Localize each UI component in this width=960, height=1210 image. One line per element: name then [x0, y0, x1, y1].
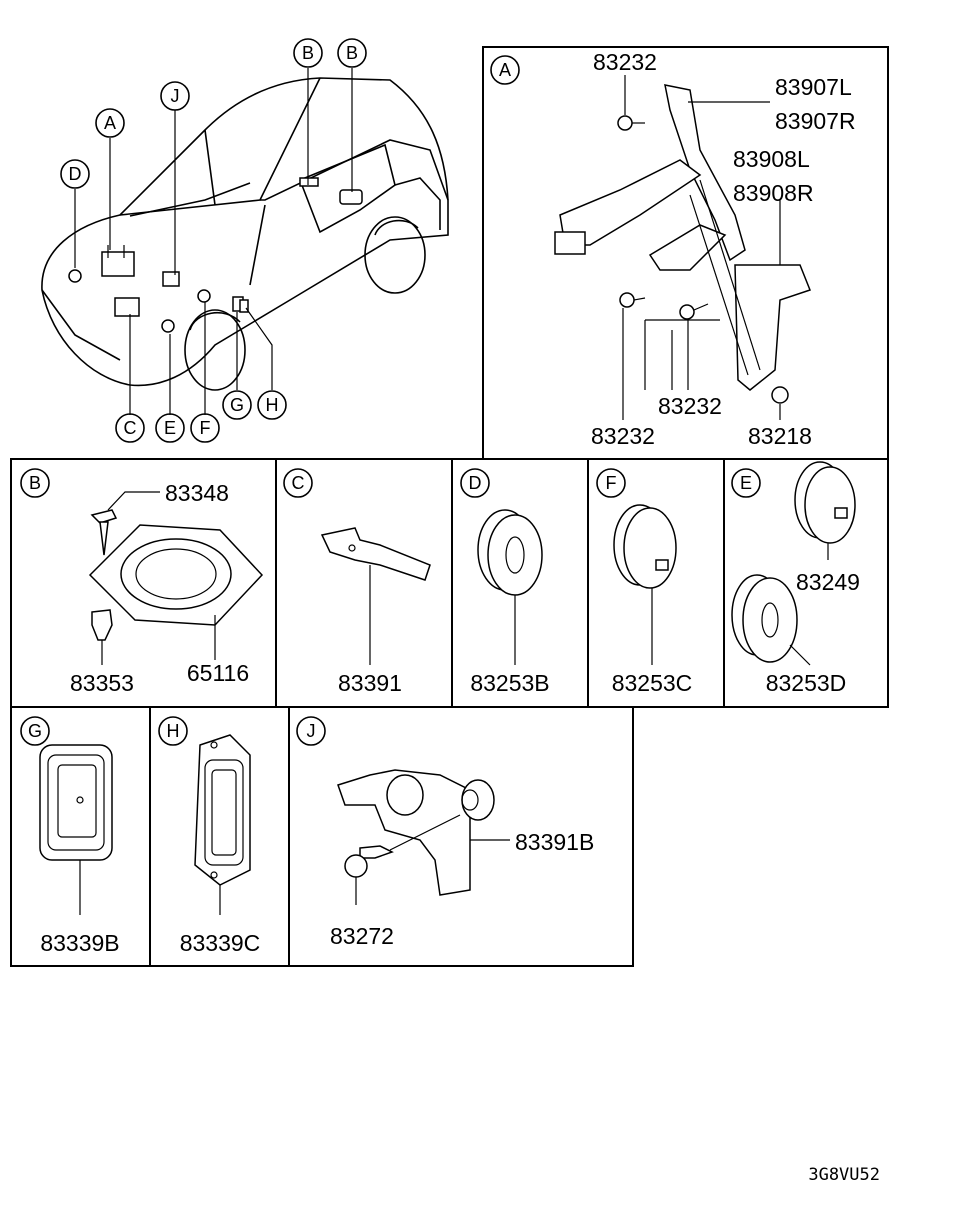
panel-h: H 83339C	[149, 706, 290, 967]
panel-j: J 83391B 83272	[288, 706, 634, 967]
callout-e: E	[155, 413, 185, 443]
callout-letter: A	[499, 60, 511, 80]
callout-j: J	[160, 81, 190, 111]
callout-g: G	[222, 390, 252, 420]
panel-d: D 83253B	[451, 458, 589, 708]
callout-letter: D	[69, 164, 82, 184]
callout-d: D	[60, 159, 90, 189]
callout-letter: G	[28, 721, 42, 741]
panel-c: C 83391	[275, 458, 453, 708]
panel-e: E 83249 83253D	[723, 458, 889, 708]
callout-letter: H	[167, 721, 180, 741]
callout-leaders	[74, 68, 353, 415]
panel-f: F 83253C	[587, 458, 725, 708]
part-number-label: 83353	[70, 670, 134, 696]
part-number-label: 83249	[796, 569, 860, 595]
callout-letter: C	[124, 418, 137, 438]
diagram-code: 3G8VU52	[808, 1165, 880, 1185]
part-number-label: 83907R	[775, 108, 856, 134]
part-number-label: 83253C	[612, 670, 693, 696]
part-number-label: 83253B	[470, 670, 549, 696]
part-number-label: 83272	[330, 923, 394, 949]
part-number-label: 83908R	[733, 180, 814, 206]
part-number-label: 83218	[748, 423, 812, 449]
callout-letter: E	[164, 418, 176, 438]
vehicle-overview	[41, 77, 449, 391]
callout-letter: F	[606, 473, 617, 493]
callout-letter: J	[171, 86, 180, 106]
callout-letter: B	[302, 43, 314, 63]
callout-b-2: B	[337, 38, 367, 68]
panel-b: B 83348 83353 65116	[10, 458, 277, 708]
part-number-label: 83253D	[766, 670, 847, 696]
callout-h: H	[257, 390, 287, 420]
part-number-label: 83391B	[515, 829, 594, 855]
panel-a: A 83232 83907L 83907R 83908L 83908R 8323…	[482, 46, 889, 460]
callout-b-1: B	[293, 38, 323, 68]
panel-a-badge	[490, 55, 520, 85]
part-number-label: 83339C	[180, 930, 261, 956]
part-number-label: 83232	[593, 49, 657, 75]
callout-letter: J	[307, 721, 316, 741]
part-number-label: 83232	[658, 393, 722, 419]
callout-a: A	[95, 108, 125, 138]
part-number-label: 83232	[591, 423, 655, 449]
part-number-label: 83339B	[40, 930, 119, 956]
callout-letter: B	[29, 473, 41, 493]
part-number-label: 83391	[338, 670, 402, 696]
callout-letter: G	[230, 395, 244, 415]
part-number-label: 65116	[187, 660, 249, 686]
callout-letter: A	[104, 113, 116, 133]
part-number-label: 83907L	[775, 74, 852, 100]
callout-letter: D	[469, 473, 482, 493]
callout-letter: F	[200, 418, 211, 438]
callout-letter: C	[292, 473, 305, 493]
part-number-label: 83908L	[733, 146, 810, 172]
panel-g: G 83339B	[10, 706, 151, 967]
part-number-label: 83348	[165, 480, 229, 506]
callout-letter: E	[740, 473, 752, 493]
callout-letter: B	[346, 43, 358, 63]
callout-c: C	[115, 413, 145, 443]
callout-f: F	[190, 413, 220, 443]
callout-letter: H	[266, 395, 279, 415]
